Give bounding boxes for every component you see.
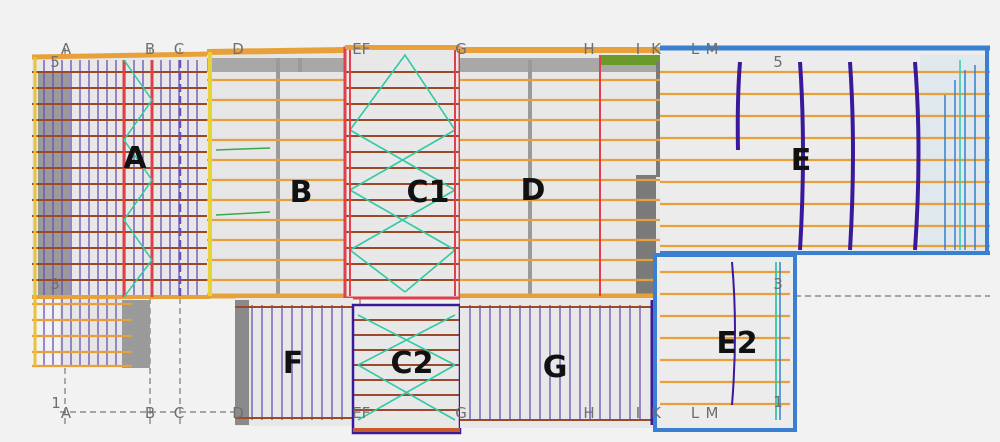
zone-e-framing [660, 45, 990, 256]
zone-label: F [283, 346, 304, 381]
grid-letter-bottom: C [174, 404, 184, 422]
zone-c2-framing [351, 303, 462, 435]
zone-d-framing [460, 47, 666, 299]
zone-a-framing [31, 51, 211, 368]
grid-number-label: 5 [50, 53, 60, 71]
grid-letter-bottom: K [651, 404, 662, 422]
grid-letter-top: F [362, 40, 371, 58]
grid-letter-bottom: A [61, 404, 72, 422]
grid-number-label: 1 [773, 393, 783, 411]
grid-letter-top: D [232, 40, 244, 58]
grid-letter-bottom: H [583, 404, 594, 422]
zone-label: A [123, 141, 147, 176]
zone-label: C2 [391, 346, 434, 381]
zone-label: C1 [407, 175, 450, 210]
grid-letter-bottom: E [352, 404, 361, 422]
grid-letter-top: C [174, 40, 184, 58]
zone-b-framing [206, 47, 346, 299]
zone-label: G [543, 350, 568, 385]
zone-label: E [791, 143, 812, 178]
grid-letter-bottom: G [455, 404, 467, 422]
zone-label: B [290, 175, 313, 210]
zone-g-framing [460, 298, 655, 428]
zone-label: D [521, 173, 546, 208]
zone-c1-framing [343, 45, 462, 300]
zone-labels: A B C1 D E F C2 G E2 [123, 141, 811, 385]
zone-e2-framing [653, 253, 797, 432]
grid-letter-bottom: D [232, 404, 244, 422]
grid-letter-top: G [455, 40, 467, 58]
grid-letter-top: K [651, 40, 662, 58]
grid-letter-bottom: B [145, 404, 155, 422]
grid-letter-top: B [145, 40, 155, 58]
grid-letter-bottom: L [691, 404, 700, 422]
grid-letter-top: I [636, 40, 640, 58]
grid-number-label: 3 [773, 275, 783, 293]
zone-f-framing [235, 298, 353, 426]
grid-letter-bottom: F [362, 404, 371, 422]
grid-number-label: 1 [51, 394, 61, 412]
grid-letter-top: M [706, 40, 719, 58]
grid-letter-top: E [352, 40, 361, 58]
grid-number-label: 3 [50, 275, 60, 293]
grid-number-label: 5 [773, 53, 783, 71]
zone-label: E2 [716, 326, 757, 361]
grid-letter-bottom: I [636, 404, 640, 422]
grid-letter-top: A [61, 40, 72, 58]
grid-letter-top: H [583, 40, 594, 58]
grid-letter-bottom: M [706, 404, 719, 422]
grid-letter-top: L [691, 40, 700, 58]
grid-numbers: 5 5 3 3 1 1 [50, 53, 783, 412]
